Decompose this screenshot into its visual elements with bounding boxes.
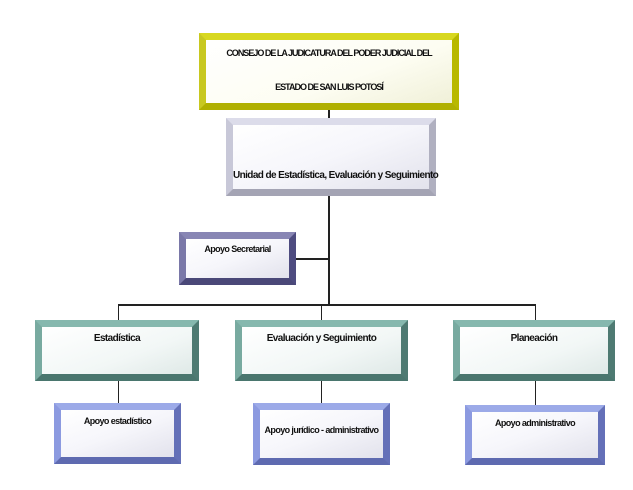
- dept-title: Planeación: [510, 333, 558, 344]
- connector-support-2: [321, 381, 322, 404]
- support-title: Apoyo administrativo: [494, 418, 576, 428]
- dept-title: Estadística: [93, 333, 141, 344]
- support-box-administrativo: Apoyo administrativo: [465, 405, 605, 465]
- council-box: CONSEJO DE LA JUDICATURA DEL PODER JUDIC…: [199, 33, 459, 110]
- dept-box-evaluacion: Evaluación y Seguimiento: [235, 320, 408, 381]
- connector-horizontal: [118, 304, 536, 306]
- unit-title: Unidad de Estadística, Evaluación y Segu…: [233, 170, 439, 181]
- connector-dept-2: [321, 304, 322, 321]
- connector-staff: [296, 258, 329, 260]
- connector-support-1: [118, 381, 119, 404]
- unit-box: Unidad de Estadística, Evaluación y Segu…: [226, 118, 439, 196]
- dept-title: Evaluación y Seguimiento: [266, 333, 377, 344]
- support-box-juridico: Apoyo jurídico - administrativo: [253, 403, 390, 465]
- staff-box: Apoyo Secretarial: [179, 232, 296, 285]
- dept-box-planeacion: Planeación: [453, 320, 615, 381]
- support-box-estadistico: Apoyo estadístico: [54, 403, 181, 464]
- connector-dept-3: [535, 304, 536, 321]
- support-title: Apoyo jurídico - administrativo: [264, 425, 380, 435]
- dept-box-estadistica: Estadística: [35, 320, 199, 381]
- council-title-line2: ESTADO DE SAN LUIS POTOSÍ: [275, 82, 384, 92]
- connector-main-vertical: [328, 110, 330, 306]
- staff-title: Apoyo Secretarial: [204, 244, 271, 254]
- council-title-line1: CONSEJO DE LA JUDICATURA DEL PODER JUDIC…: [226, 48, 432, 58]
- connector-support-3: [535, 381, 536, 406]
- support-title: Apoyo estadístico: [83, 416, 152, 426]
- connector-dept-1: [118, 304, 119, 321]
